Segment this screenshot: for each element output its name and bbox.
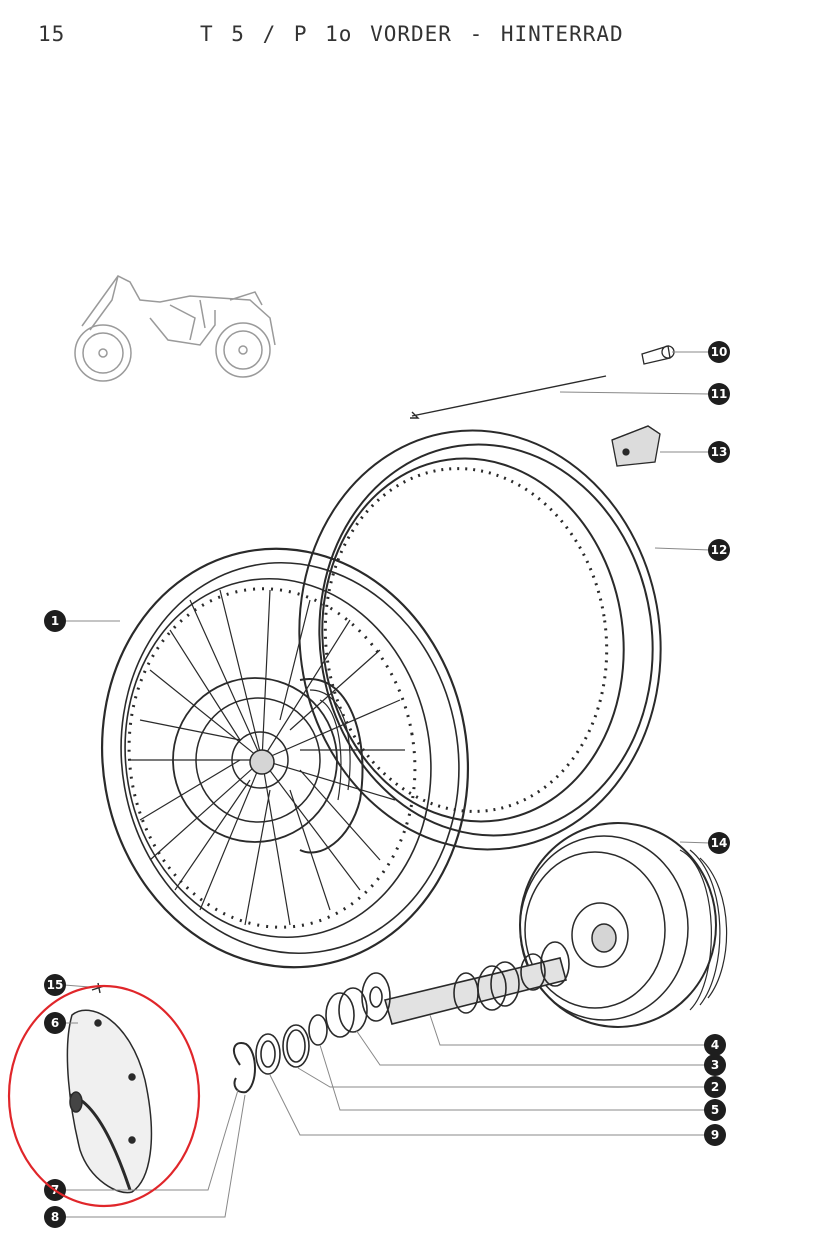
svg-text:13: 13 [711, 445, 728, 459]
svg-text:12: 12 [711, 543, 728, 557]
callout-1: 1 [44, 610, 66, 632]
callout-6: 6 [44, 1012, 66, 1034]
washer-9 [255, 1033, 281, 1075]
callout-2: 2 [704, 1076, 726, 1098]
callout-11: 11 [708, 383, 730, 405]
leader-lines [63, 351, 711, 1218]
svg-text:4: 4 [711, 1038, 719, 1052]
svg-text:2: 2 [711, 1080, 719, 1094]
svg-text:5: 5 [711, 1103, 719, 1117]
highlight-ellipse [7, 984, 201, 1208]
block-part-13 [611, 425, 661, 467]
callout-10: 10 [708, 341, 730, 363]
callout-9: 9 [704, 1124, 726, 1146]
svg-text:3: 3 [711, 1058, 719, 1072]
wheel-part-1 [100, 547, 470, 969]
bearing-left [325, 992, 355, 1038]
spacer-washer [361, 972, 391, 1022]
motorcycle-thumbnail [74, 275, 276, 382]
page-title: T 5 / P 1o VORDER - HINTERRAD [200, 22, 624, 46]
circlip-part-8 [232, 1042, 256, 1094]
callout-3: 3 [704, 1054, 726, 1076]
callout-5: 5 [704, 1099, 726, 1121]
callout-13: 13 [708, 441, 730, 463]
callout-14: 14 [708, 832, 730, 854]
screw-part-15 [91, 982, 105, 994]
svg-text:1: 1 [51, 614, 59, 628]
svg-text:10: 10 [711, 345, 728, 359]
washer-2 [282, 1024, 310, 1068]
svg-text:14: 14 [711, 836, 728, 850]
callout-15: 15 [44, 974, 66, 996]
rim-part-12 [298, 429, 662, 851]
seal-ring-5 [308, 1014, 328, 1046]
svg-text:9: 9 [711, 1128, 719, 1142]
hub-cover-part-6 [66, 1009, 153, 1194]
callout-8: 8 [44, 1206, 66, 1228]
bolt-part-10 [641, 345, 675, 365]
axle-shaft [383, 957, 567, 1025]
svg-text:11: 11 [711, 387, 728, 401]
svg-text:15: 15 [47, 978, 64, 992]
spoke-part-11 [410, 375, 607, 419]
svg-text:6: 6 [51, 1016, 59, 1030]
callout-12: 12 [708, 539, 730, 561]
callout-4: 4 [704, 1034, 726, 1056]
svg-text:8: 8 [51, 1210, 59, 1224]
axle-assembly [232, 941, 570, 1094]
page-number: 15 [38, 22, 66, 46]
brake-drum-part-14 [519, 822, 728, 1028]
